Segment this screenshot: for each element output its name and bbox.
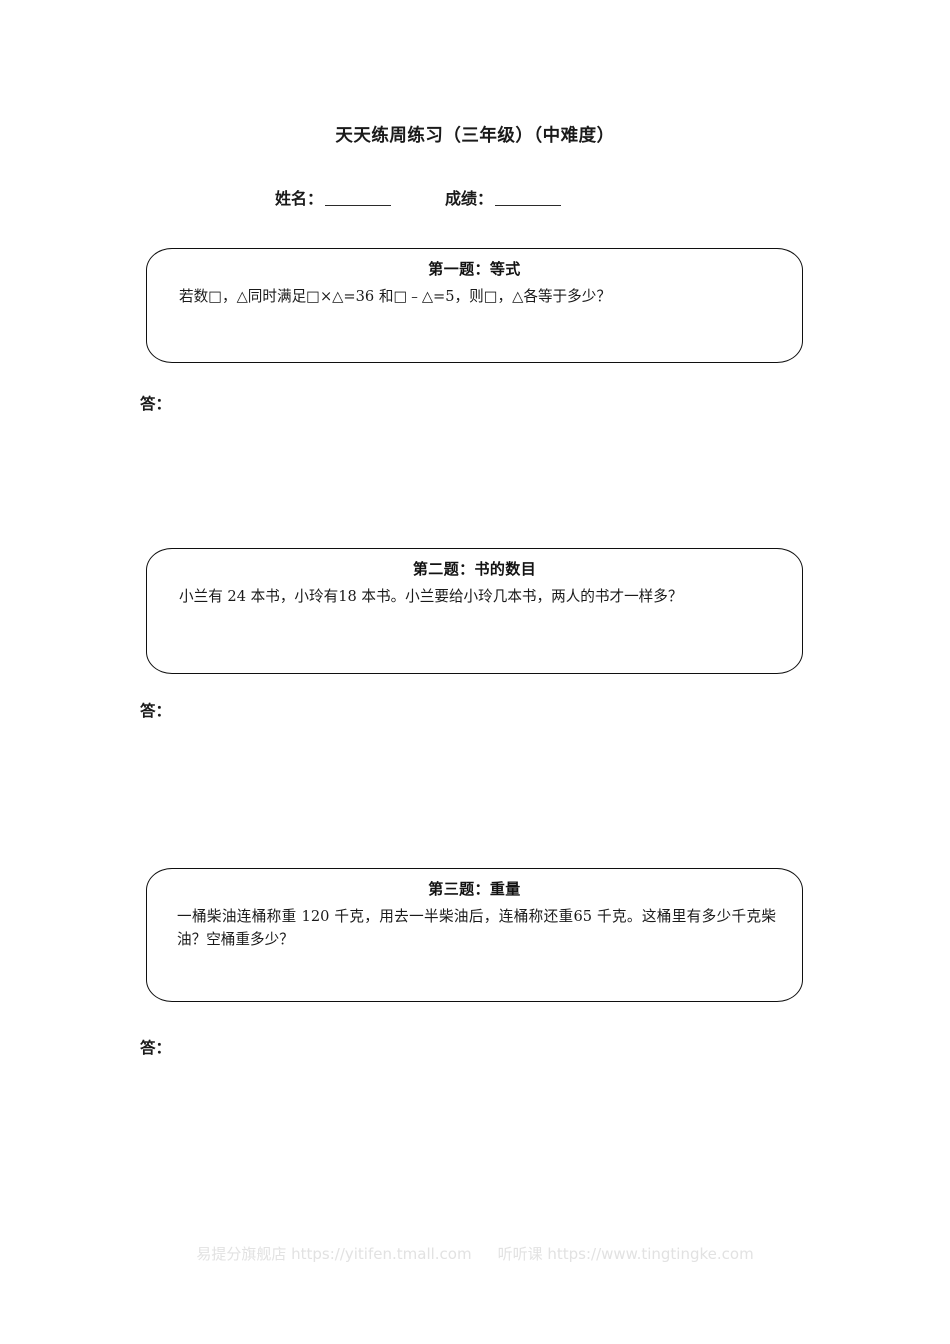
question-box-2: 第二题：书的数目 小兰有 24 本书，小玲有18 本书。小兰要给小玲几本书，两人… [146, 548, 803, 674]
answer-label-3[interactable]: 答： [140, 1038, 172, 1057]
name-blank[interactable] [325, 191, 392, 206]
footer-shop-url[interactable]: https://yitifen.tmall.com [291, 1245, 472, 1263]
answer-label-2[interactable]: 答： [140, 701, 172, 720]
question-2-body: 小兰有 24 本书，小玲有18 本书。小兰要给小玲几本书，两人的书才一样多？ [179, 588, 683, 605]
question-1-heading: 第一题：等式 [428, 260, 521, 278]
question-2-heading: 第二题：书的数目 [412, 560, 537, 578]
footer-shop-name: 易提分旗舰店 [196, 1245, 287, 1263]
footer-watermark: 易提分旗舰店 https://yitifen.tmall.com 听听课 http… [0, 1243, 950, 1264]
question-1-body: 若数□，△同时满足□×△=36 和□﹣△=5，则□，△各等于多少？ [179, 288, 611, 305]
footer-site-name: 听听课 [497, 1245, 543, 1263]
question-3-heading: 第三题：重量 [428, 880, 521, 898]
footer-site-url[interactable]: https://www.tingtingke.com [547, 1245, 754, 1263]
page-title: 天天练周练习（三年级）（中难度） [335, 126, 615, 146]
question-box-1: 第一题：等式 若数□，△同时满足□×△=36 和□﹣△=5，则□，△各等于多少？ [146, 248, 803, 363]
name-label: 姓名： [275, 189, 324, 208]
score-blank[interactable] [495, 191, 562, 206]
question-3-body: 一桶柴油连桶称重 120 千克，用去一半柴油后，连桶称还重65 千克。这桶里有多… [177, 908, 776, 948]
student-identity-line: 姓名： 成绩： [275, 185, 563, 209]
score-label: 成绩： [445, 189, 494, 208]
answer-label-1[interactable]: 答： [140, 394, 172, 413]
question-box-3: 第三题：重量 一桶柴油连桶称重 120 千克，用去一半柴油后，连桶称还重65 千… [146, 868, 803, 1002]
